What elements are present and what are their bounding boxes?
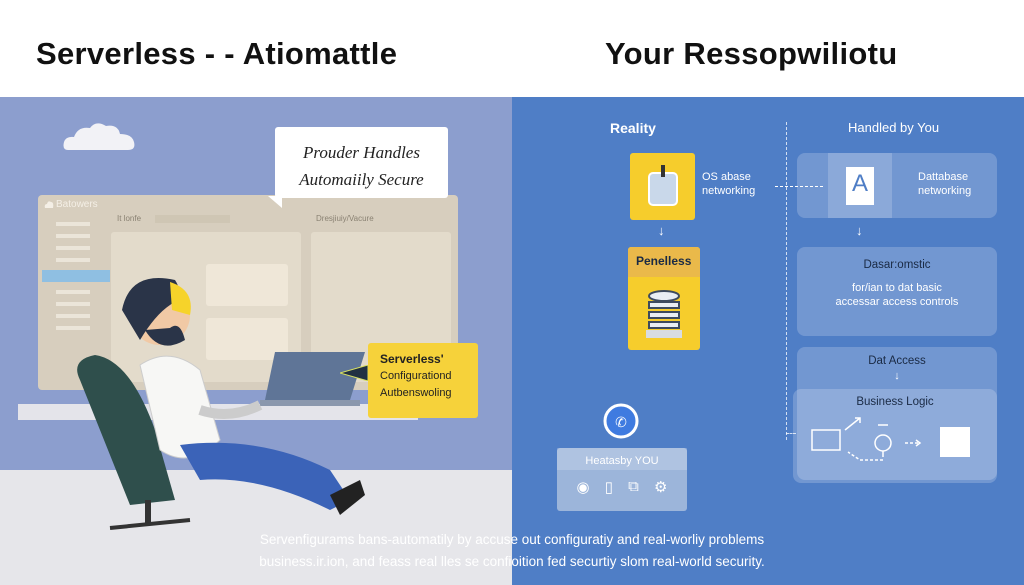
bucket-icon [648,165,678,206]
bubble-tail [268,196,282,208]
divider-dashed [786,122,787,440]
reality-header: Reality [610,120,656,136]
you-box-icons: ◉ ▯ ⧉ ⚙ [557,470,687,504]
sidebar-item[interactable] [56,302,90,306]
app-name: Batowers [56,199,98,210]
callout-line: Configurationd [380,370,452,382]
document-a-icon: A [846,167,874,205]
floor [0,470,512,585]
you-box-title: Heatasby YOU [557,448,687,470]
sidebar-item[interactable] [56,290,90,294]
callout-line: Autbenswoling [380,387,452,399]
handled-box-database-label: Dattabase networking [918,170,971,198]
devices-icon: ⧉ [628,478,639,495]
dashed-arrow [775,186,823,187]
footer-line: business.ir.ion, and feass real lles se … [259,554,765,569]
sidebar-item[interactable] [56,234,90,238]
arrow-down-icon: ↓ [894,370,900,382]
window-sidebar [40,214,110,384]
monitor-icon [811,429,841,451]
svg-text:✆: ✆ [615,415,627,431]
person-in-chair-illustration [77,278,365,530]
gift-box-icon [940,427,970,457]
handled-header: Handled by You [848,120,940,135]
cloud-icon [63,123,135,150]
handled-by-you-box: Heatasby YOU ◉ ▯ ⧉ ⚙ [557,448,687,511]
dashed-connector [786,433,796,434]
footer-line: Servenfigurams bans-automatily by accuse… [259,532,765,547]
callout-title: Serverless' [380,352,444,366]
toolbar-label: It lonfe [117,214,142,223]
handled-box-data-access: Dat Access ↓ [797,347,997,480]
sidebar-item[interactable] [56,222,90,226]
handled-box-database [797,153,997,218]
header [0,0,1024,97]
sidebar-item[interactable] [56,258,90,262]
sidebar-item[interactable] [56,314,90,318]
box-line: for/ian to dat basic [852,282,942,294]
shield-phone-icon: ✆ [603,403,639,439]
arrow-down-icon: ↓ [658,223,665,238]
label-line: OS abase [702,171,751,183]
bubble-line: Automaiily Secure [299,170,424,189]
right-title: Your Ressopwiliotu [605,36,898,71]
lightbulb-icon [874,434,892,452]
pointer-arrow-icon [340,365,369,381]
box-title: Dasar:omstic [863,259,931,271]
globe-icon: ◉ [576,479,590,496]
gear-icon: ⚙ [653,479,668,496]
cloud-logo-icon [44,201,54,208]
right-pane-title: Dresjiuiy/Vacure [316,214,374,223]
phone-icon: ▯ [604,479,614,496]
content-card [206,264,288,306]
speech-bubble: Prouder Handles Automaiily Secure [275,127,448,198]
business-logic-flow [811,417,970,461]
box-header [628,247,700,277]
database-icon [646,290,682,338]
label-line: networking [918,185,972,197]
reality-box-serverless-title: Penelless [636,254,692,268]
handled-box-domain: Dasar:omstic for/ian to dat basic access… [797,247,997,336]
box-title: Dat Access [868,355,926,367]
reality-box-os-label: OS abase networking [702,170,755,198]
content-card [206,318,288,360]
arrow-down-icon: ↓ [856,223,863,238]
label-line: Dattabase [918,171,969,183]
sidebar-item-selected[interactable] [42,270,110,282]
serverless-callout: Serverless' Configurationd Autbenswoling [368,343,478,418]
box-line: accessar access controls [835,296,959,308]
label-line: networking [702,185,756,197]
toolbar-dropdown[interactable] [155,215,230,223]
left-title: Serverless - - Atiomattle [36,36,398,71]
sidebar-item[interactable] [56,326,90,330]
box-title: Business Logic [856,396,934,408]
bubble-line: Prouder Handles [303,143,420,162]
sidebar-item[interactable] [56,246,90,250]
